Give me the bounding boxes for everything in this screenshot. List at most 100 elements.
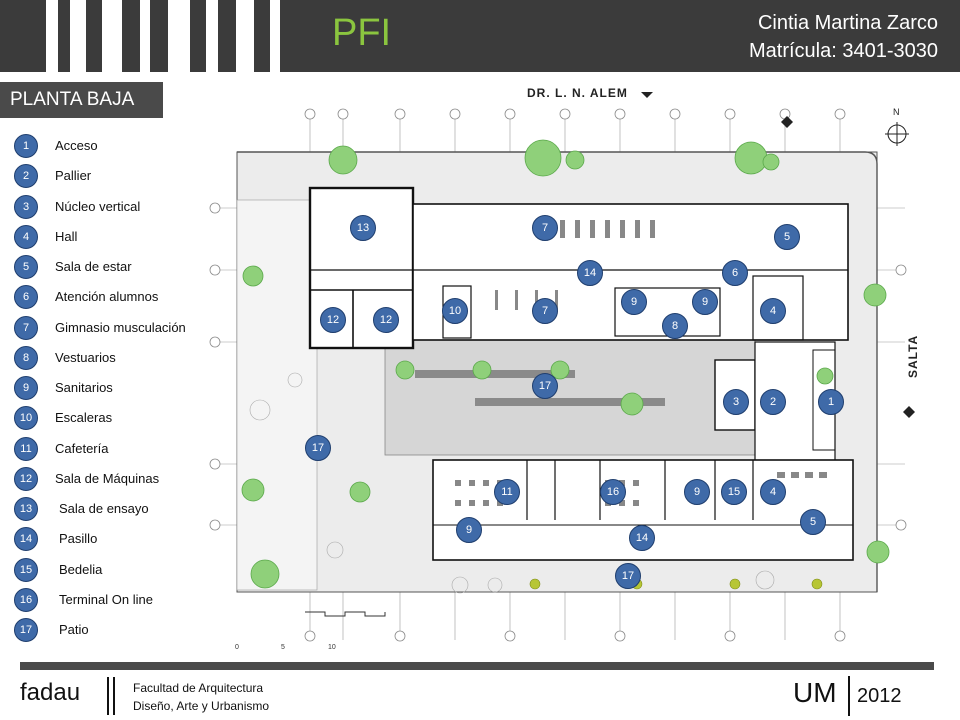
legend-item: 8 Vestuarios [14,346,214,370]
floor-plan-drawing [209,92,915,642]
plan-marker: 15 [721,479,747,505]
legend-label: Escaleras [55,410,113,425]
legend-number-badge: 5 [14,255,38,279]
legend-number-badge: 11 [14,437,38,461]
legend-number-badge: 15 [14,558,38,582]
street-marker-icon [641,92,653,98]
plan-marker: 7 [532,298,558,324]
footer-year: 2012 [857,685,902,707]
footer-separator [113,677,115,715]
plan-marker: 9 [692,289,718,315]
legend-number-badge: 8 [14,346,38,370]
plan-marker: 12 [320,307,346,333]
um-logo: UM [793,677,837,708]
legend-label: Pasillo [59,531,98,546]
legend-number-badge: 13 [14,497,38,521]
legend-label: Hall [55,229,78,244]
legend-item: 2 Pallier [14,164,214,188]
north-arrow-icon [885,122,909,146]
legend-number-badge: 10 [14,406,38,430]
sidewalk-edge [237,151,878,592]
bench [475,398,665,406]
plan-marker: 4 [760,298,786,324]
legend-number-badge: 16 [14,588,38,612]
header-band: PFI Cintia Martina Zarco Matrícula: 3401… [0,0,960,72]
legend-label: Sala de Máquinas [55,471,160,486]
bench [415,370,575,378]
footer-separator [107,677,109,715]
legend-number-badge: 2 [14,164,38,188]
author-name: Cintia Martina Zarco [757,12,938,34]
plan-marker: 17 [305,435,331,461]
section-marker-icon [781,116,793,128]
plan-marker: 3 [723,389,749,415]
legend-number-badge: 3 [14,195,38,219]
garden-left [236,199,318,591]
legend-label: Patio [59,622,89,637]
plan-marker: 17 [615,563,641,589]
legend-number-badge: 1 [14,134,38,158]
section-label: PLANTA BAJA [0,82,163,118]
plan-marker: 2 [760,389,786,415]
legend-item: 11 Cafetería [14,437,214,461]
legend-item: 14 Pasillo [14,527,214,551]
plan-marker: 5 [774,224,800,250]
footer-divider [20,662,934,670]
north-label: N [893,107,900,117]
legend-item: 15 Bedelia [14,558,214,582]
plan-marker: 10 [442,298,468,324]
legend-number-badge: 14 [14,527,38,551]
plan-marker: 7 [532,215,558,241]
faculty-line: Diseño, Arte y Urbanismo [133,699,270,713]
street-label-top: DR. L. N. ALEM [527,86,628,100]
plan-marker: 13 [350,215,376,241]
legend-item: 7 Gimnasio musculación [14,316,214,340]
plan-marker: 17 [532,373,558,399]
faculty-name: Facultad de Arquitectura Diseño, Arte y … [133,679,269,715]
scale-label: 10 [328,644,336,651]
legend-label: Acceso [55,138,98,153]
floor-plan: DR. L. N. ALEM SALTA N 13 7 5 14 6 12 12… [205,80,960,660]
plan-marker: 14 [577,260,603,286]
header-stripes [0,0,290,72]
author-block: Cintia Martina Zarco Matrícula: 3401-303… [749,9,938,65]
plan-marker: 9 [456,517,482,543]
scale-label: 5 [281,644,285,651]
plan-marker: 11 [494,479,520,505]
legend-number-badge: 12 [14,467,38,491]
legend-label: Bedelia [59,562,103,577]
legend-label: Sala de estar [55,259,132,274]
plan-marker: 12 [373,307,399,333]
legend-number-badge: 7 [14,316,38,340]
legend-number-badge: 17 [14,618,38,642]
legend-label: Vestuarios [55,350,116,365]
street-label-right: SALTA [906,334,920,378]
shrubs [249,372,775,594]
legend-label: Atención alumnos [55,289,159,304]
plan-marker: 16 [600,479,626,505]
plan-marker: 4 [760,479,786,505]
faculty-line: Facultad de Arquitectura [133,681,264,695]
plan-marker: 1 [818,389,844,415]
plan-marker: 8 [662,313,688,339]
scale-label: 0 [235,644,239,651]
plan-marker: 5 [800,509,826,535]
page-title: PFI [332,12,392,54]
plan-marker: 14 [629,525,655,551]
plan-marker: 9 [684,479,710,505]
author-id: Matrícula: 3401-3030 [748,40,938,62]
legend-label: Pallier [55,168,92,183]
legend-item: 3 Núcleo vertical [14,195,214,219]
legend-label: Gimnasio musculación [55,320,186,335]
legend-label: Núcleo vertical [55,199,141,214]
legend-label: Cafetería [55,441,109,456]
legend-item: 1 Acceso [14,134,214,158]
legend-number-badge: 9 [14,376,38,400]
footer-separator [848,676,850,716]
scale-bar [305,611,386,617]
